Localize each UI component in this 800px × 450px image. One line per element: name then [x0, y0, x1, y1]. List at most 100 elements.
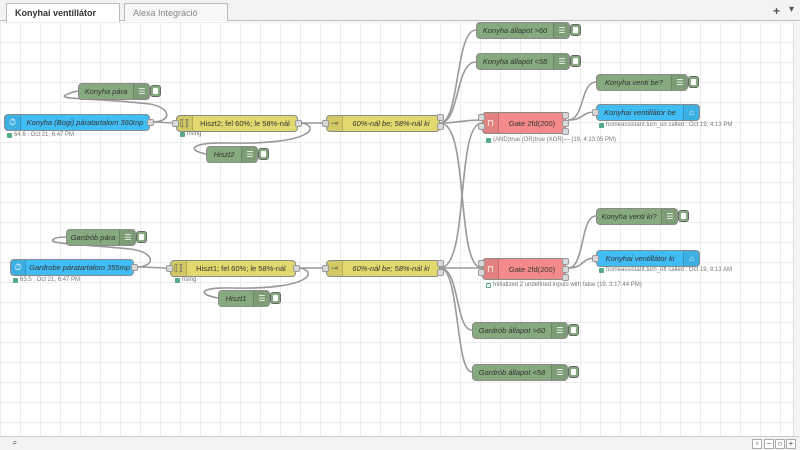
tab-menu-icon[interactable]: ▾	[788, 4, 794, 15]
output-port[interactable]	[437, 260, 444, 267]
output-port[interactable]	[562, 274, 569, 281]
switch-node-konyha[interactable]: ⊸ 60%-nál be; 58%-nál ki	[326, 115, 440, 132]
output-port[interactable]	[562, 128, 569, 135]
function-icon: ⟦⟧	[177, 116, 193, 131]
function-node-hiszt1[interactable]: ⟦⟧ Hiszt1; fel 60%; le 58%-nál	[170, 260, 296, 277]
clock-sensor-icon: ⏱	[5, 115, 21, 130]
service-node-konyha-ventilator-ki[interactable]: Konyhai ventillátor ki ⌂	[596, 250, 700, 267]
debug-toggle-konyha-para[interactable]	[150, 85, 161, 97]
status-gardrob-sensor: 63.5 : Oct 21, 6:47 PM	[13, 277, 80, 283]
output-port[interactable]	[562, 266, 569, 273]
service-node-konyha-ventilator-be[interactable]: Konyhai ventillátor be ⌂	[596, 104, 700, 121]
status-dot	[599, 122, 604, 128]
zoom-reset-button[interactable]: ○	[775, 439, 785, 449]
gate-icon: ⊓	[483, 259, 499, 279]
zoom-in-button[interactable]: +	[786, 439, 796, 449]
gate-icon: ⊓	[483, 113, 499, 133]
input-port[interactable]	[478, 114, 485, 121]
sensor-node-gardrob[interactable]: ⏱ Gardrobe páratartalom 355mp	[10, 259, 134, 276]
input-port[interactable]	[322, 265, 329, 272]
debug-toggle-gardrob-para[interactable]	[136, 231, 147, 243]
debug-toggle-gardrob-allapot-60[interactable]	[568, 324, 579, 336]
debug-toggle-konyha-venti-ki[interactable]	[678, 210, 689, 222]
debug-node-hiszt2[interactable]: Hiszt2 ☰	[206, 146, 258, 163]
status-hiszt2: rising	[180, 131, 201, 137]
output-port[interactable]	[562, 112, 569, 119]
debug-node-gardrob-allapot-58[interactable]: Gardrób állapot <58 ☰	[472, 364, 568, 381]
input-port[interactable]	[172, 120, 179, 127]
status-konyha-ventilator-be: homeassistant.turn_on called : Oct 19, 4…	[599, 122, 732, 128]
function-node-hiszt2[interactable]: ⟦⟧ Hiszt2; fel 60%; le 58%-nál	[176, 115, 298, 132]
debug-lines-icon: ☰	[551, 365, 567, 380]
status-gardrob-gate: Initialized 2 undefined inputs with fals…	[486, 282, 642, 288]
output-port[interactable]	[295, 120, 302, 127]
debug-lines-icon: ☰	[119, 230, 135, 245]
status-dot	[180, 131, 185, 137]
input-port[interactable]	[592, 109, 599, 116]
debug-lines-icon: ☰	[661, 209, 677, 224]
debug-lines-icon: ☰	[241, 147, 257, 162]
tab-alexa-integracio[interactable]: Alexa Integráció	[124, 3, 228, 21]
debug-toggle-konyha-allapot-58[interactable]	[570, 55, 581, 67]
clock-sensor-icon: ⏱	[11, 260, 27, 275]
status-konyha-ventilator-ki: homeassistant.turn_off called : Oct 19, …	[599, 267, 732, 273]
home-assistant-icon: ⌂	[683, 251, 699, 266]
debug-node-konyha-para[interactable]: Konyha pára ☰	[78, 83, 150, 100]
debug-lines-icon: ☰	[551, 323, 567, 338]
debug-lines-icon: ☰	[253, 291, 269, 306]
input-port[interactable]	[592, 255, 599, 262]
output-port[interactable]	[437, 123, 444, 130]
debug-node-hiszt1[interactable]: Hiszt1 ☰	[218, 290, 270, 307]
home-assistant-icon: ⌂	[683, 105, 699, 120]
debug-node-konyha-venti-ki[interactable]: Konyha venti ki? ☰	[596, 208, 678, 225]
debug-toggle-hiszt1[interactable]	[270, 292, 281, 304]
bottom-bar: ⌕ ▫ − ○ +	[0, 436, 800, 450]
debug-toggle-hiszt2[interactable]	[258, 148, 269, 160]
output-port[interactable]	[147, 119, 154, 126]
debug-node-konyha-allapot-60[interactable]: Konyha állapot >60 ☰	[476, 22, 570, 39]
status-konyha-gate: (AND)true (OR)true (XOR)— (19, 4:13:05 P…	[486, 137, 616, 143]
zoom-out-button[interactable]: −	[764, 439, 774, 449]
input-port[interactable]	[478, 123, 485, 130]
status-konyha-sensor: 64.6 : Oct 21, 6:47 PM	[7, 132, 74, 138]
gate-node-gardrob[interactable]: ⊓ Gate 2fd(200)	[482, 258, 566, 280]
input-port[interactable]	[478, 260, 485, 267]
debug-node-konyha-allapot-58[interactable]: Konyha állapot <58 ☰	[476, 53, 570, 70]
status-dot	[13, 277, 18, 283]
status-dot	[7, 132, 12, 138]
output-port[interactable]	[562, 258, 569, 265]
input-port[interactable]	[166, 265, 173, 272]
status-dot	[175, 277, 180, 283]
output-port[interactable]	[131, 264, 138, 271]
output-port[interactable]	[437, 269, 444, 276]
status-dot	[486, 137, 491, 143]
vertical-scrollbar[interactable]	[793, 22, 800, 436]
debug-lines-icon: ☰	[553, 23, 569, 38]
debug-toggle-gardrob-allapot-58[interactable]	[568, 366, 579, 378]
output-port[interactable]	[562, 120, 569, 127]
debug-toggle-konyha-allapot-60[interactable]	[570, 24, 581, 36]
input-port[interactable]	[322, 120, 329, 127]
tab-konyhai-ventillator[interactable]: Konyhai ventillátor	[6, 3, 120, 22]
input-port[interactable]	[478, 269, 485, 276]
debug-lines-icon: ☰	[553, 54, 569, 69]
status-hiszt1: rising	[175, 277, 196, 283]
function-icon: ⟦⟧	[171, 261, 187, 276]
add-tab-button[interactable]: +	[772, 4, 780, 18]
debug-node-gardrob-para[interactable]: Gardrób pára ☰	[66, 229, 136, 246]
output-port[interactable]	[293, 265, 300, 272]
gate-node-konyha[interactable]: ⊓ Gate 2fd(200)	[482, 112, 566, 134]
switch-node-gardrob[interactable]: ⊸ 60%-nál be; 58%-nál ki	[326, 260, 440, 277]
search-icon[interactable]: ⌕	[12, 438, 18, 447]
debug-node-konyha-venti-be[interactable]: Konyha venti be? ☰	[596, 74, 688, 91]
navigator-icon[interactable]: ▫	[752, 439, 762, 449]
switch-icon: ⊸	[327, 116, 343, 131]
tab-bar: Konyhai ventillátor Alexa Integráció + ▾	[0, 0, 800, 22]
output-port[interactable]	[437, 114, 444, 121]
status-dot	[599, 267, 604, 273]
debug-lines-icon: ☰	[671, 75, 687, 90]
debug-lines-icon: ☰	[133, 84, 149, 99]
debug-node-gardrob-allapot-60[interactable]: Gardrób állapot >60 ☰	[472, 322, 568, 339]
debug-toggle-konyha-venti-be[interactable]	[688, 76, 699, 88]
sensor-node-konyha[interactable]: ⏱ Konyha (Bogi) páratartalom 360mp	[4, 114, 150, 131]
